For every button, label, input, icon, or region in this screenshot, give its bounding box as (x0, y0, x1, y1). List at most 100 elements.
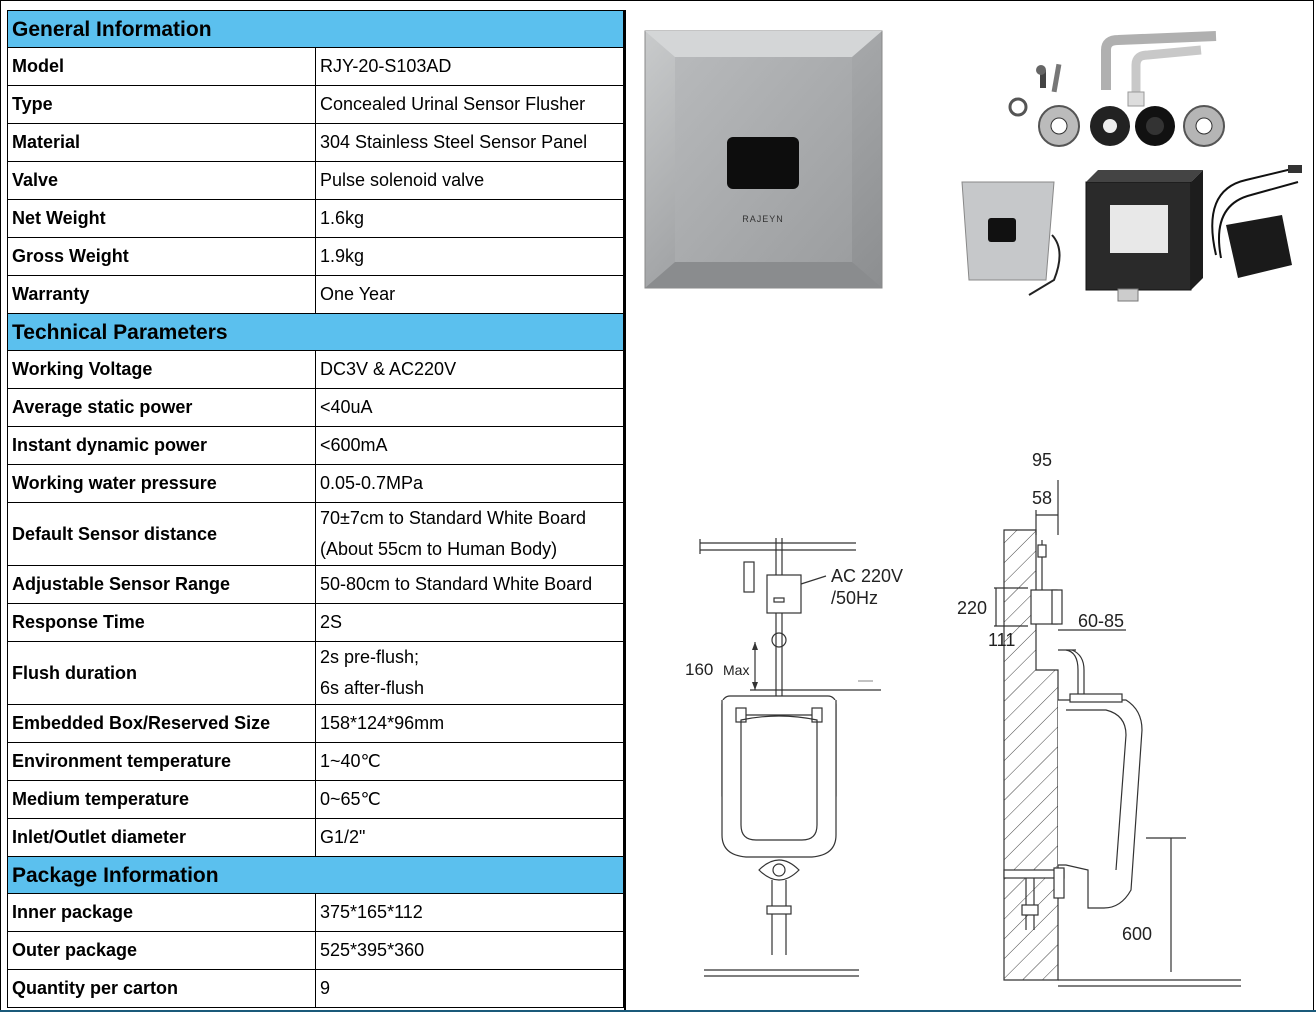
spec-value: RJY-20-S103AD (315, 47, 624, 86)
dim-max-label: Max (723, 662, 749, 678)
spec-key: Quantity per carton (7, 969, 316, 1008)
spec-row: Instant dynamic power<600mA (7, 426, 624, 465)
dim-600-label: 600 (1122, 924, 1152, 944)
spec-value-line: 375*165*112 (320, 902, 423, 922)
product-visuals: RAJEYN (624, 10, 1314, 1011)
spec-key: Adjustable Sensor Range (7, 565, 316, 604)
section-header: Technical Parameters (7, 313, 624, 351)
spec-value: 0~65℃ (315, 780, 624, 819)
spec-value-line: Pulse solenoid valve (320, 170, 485, 190)
spec-key: Type (7, 85, 316, 124)
spec-value: <600mA (315, 426, 624, 465)
accessories-photo (961, 31, 1302, 302)
spec-key: Response Time (7, 603, 316, 642)
brand-label: RAJEYN (742, 214, 784, 224)
spec-value: Pulse solenoid valve (315, 161, 624, 200)
spec-value-line: <40uA (320, 397, 373, 417)
section-title: General Information (7, 10, 624, 48)
section-header: General Information (7, 10, 624, 48)
dim-60-85-label: 60-85 (1078, 611, 1124, 631)
side-section-drawing (994, 480, 1241, 987)
spec-value-line: 70±7cm to Standard White Board (320, 508, 587, 528)
spec-value-line: 9 (320, 978, 331, 998)
spec-value-line: 1.9kg (320, 246, 365, 266)
spec-value: DC3V & AC220V (315, 350, 624, 389)
spec-key: Gross Weight (7, 237, 316, 276)
spec-value: G1/2" (315, 818, 624, 857)
spec-value: 1~40℃ (315, 742, 624, 781)
spec-key: Outer package (7, 931, 316, 970)
dim-220-label: 220 (957, 598, 987, 618)
dim-95-label: 95 (1032, 450, 1052, 470)
spec-value-line: Concealed Urinal Sensor Flusher (320, 94, 586, 114)
spec-value-line: <600mA (320, 435, 388, 455)
spec-key: Flush duration (7, 641, 316, 705)
spec-value-line: G1/2" (320, 827, 366, 847)
spec-key: Valve (7, 161, 316, 200)
spec-value-line: 304 Stainless Steel Sensor Panel (320, 132, 588, 152)
spec-value-line: 50-80cm to Standard White Board (320, 574, 593, 594)
spec-value-line: RJY-20-S103AD (320, 56, 452, 76)
spec-key: Working water pressure (7, 464, 316, 503)
spec-key: Medium temperature (7, 780, 316, 819)
front-drawing-labels: AC 220V /50Hz 160 Max (685, 566, 903, 679)
spec-value: 525*395*360 (315, 931, 624, 970)
power-label-1: AC 220V (831, 566, 903, 586)
bottom-border (0, 1010, 1316, 1012)
spec-value-line: 0~65℃ (320, 789, 381, 809)
spec-value: 375*165*112 (315, 893, 624, 932)
spec-value: 0.05-0.7MPa (315, 464, 624, 503)
spec-key: Instant dynamic power (7, 426, 316, 465)
spec-value: 50-80cm to Standard White Board (315, 565, 624, 604)
spec-value-line: 525*395*360 (320, 940, 425, 960)
spec-key: Inner package (7, 893, 316, 932)
spec-value-line: 1~40℃ (320, 751, 381, 771)
spec-value-line: 158*124*96mm (320, 713, 445, 733)
dim-58-label: 58 (1032, 488, 1052, 508)
spec-value: 2s pre-flush; 6s after-flush (315, 641, 624, 705)
dim-160-label: 160 (685, 660, 713, 679)
spec-key: Warranty (7, 275, 316, 314)
spec-value: <40uA (315, 388, 624, 427)
spec-value: 304 Stainless Steel Sensor Panel (315, 123, 624, 162)
section-title: Technical Parameters (7, 313, 624, 351)
spec-value-line: 1.6kg (320, 208, 365, 228)
spec-key: Inlet/Outlet diameter (7, 818, 316, 857)
spec-value-line: 6s after-flush (320, 678, 425, 698)
front-installation-drawing (699, 538, 881, 977)
spec-value-line: (About 55cm to Human Body) (320, 539, 558, 559)
spec-value: 158*124*96mm (315, 704, 624, 743)
dim-111-label: 111 (988, 630, 1015, 650)
spec-key: Model (7, 47, 316, 86)
spec-value-line: 2s pre-flush; (320, 647, 420, 667)
spec-key: Material (7, 123, 316, 162)
spec-value: 9 (315, 969, 624, 1008)
spec-key: Net Weight (7, 199, 316, 238)
spec-value: Concealed Urinal Sensor Flusher (315, 85, 624, 124)
product-visuals-svg: RAJEYN (644, 30, 1302, 987)
spec-value: 1.6kg (315, 199, 624, 238)
sensor-window (727, 137, 799, 189)
spec-key: Working Voltage (7, 350, 316, 389)
spec-value-line: 0.05-0.7MPa (320, 473, 424, 493)
spec-value: One Year (315, 275, 624, 314)
